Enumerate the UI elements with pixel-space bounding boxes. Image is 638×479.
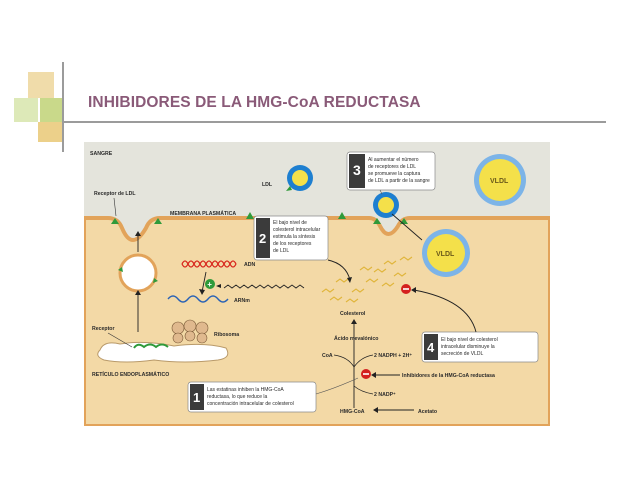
step-2-line-4: de los receptores: [273, 241, 312, 247]
step-3-number: 3: [353, 162, 361, 178]
label-vldl-cell: VLDL: [436, 251, 455, 258]
minus-bar-reductase-icon: [363, 373, 369, 375]
ribosome: [172, 320, 208, 343]
step-3-line-1: Al aumentar el número: [368, 157, 419, 163]
step-2-number: 2: [259, 231, 266, 246]
step-1-line-3: concentración intracelular de colesterol: [207, 401, 294, 407]
step-4-callout: 4 El bajo nivel de colesterol intracelul…: [422, 332, 538, 362]
label-receptor-ldl: Receptor de LDL: [94, 191, 136, 197]
ldl-captured: [373, 192, 399, 218]
minus-bar-vldl-icon: [403, 288, 409, 290]
slide-title: INHIBIDORES DE LA HMG-CoA REDUCTASA: [88, 94, 421, 112]
label-hmg-coa: HMG-CoA: [340, 409, 365, 415]
deco-vertical-line: [62, 62, 64, 152]
step-4-line-1: El bajo nivel de colesterol: [441, 337, 498, 343]
step-2-line-5: de LDL: [273, 248, 289, 254]
label-vldl-blood: VLDL: [490, 178, 509, 185]
step-1-line-2: reductasa, lo que reduce la: [207, 394, 268, 400]
label-ldl: LDL: [262, 182, 273, 188]
step-2-line-2: colesterol intracelular: [273, 227, 321, 233]
endocytic-vesicle: [120, 255, 156, 291]
step-4-line-3: secreción de VLDL: [441, 351, 483, 357]
label-adn: ADN: [244, 262, 255, 268]
label-receptor: Receptor: [92, 326, 115, 332]
step-2-line-3: estimula la síntesis: [273, 234, 316, 240]
step-2-line-1: El bajo nivel de: [273, 220, 307, 226]
label-sangre: SANGRE: [90, 151, 113, 157]
label-nadph: 2 NADPH + 2H⁺: [374, 353, 412, 359]
label-colesterol: Colesterol: [340, 311, 366, 317]
label-coa: CoA: [322, 353, 333, 359]
label-reticulo: RETÍCULO ENDOPLASMÁTICO: [92, 370, 169, 378]
hmg-coa-diagram: SANGRE Receptor de LDL LDL MEMBRANA PLAS…: [84, 142, 550, 426]
step-3-line-4: de LDL a partir de la sangre: [368, 178, 430, 184]
step-3-line-2: de receptores de LDL: [368, 164, 416, 170]
step-3-callout: 3 Al aumentar el número de receptores de…: [347, 152, 435, 190]
title-underline: [62, 121, 606, 123]
label-ribosoma: Ribosoma: [214, 332, 239, 338]
step-1-callout: 1 Las estatinas inhiben la HMG-CoA reduc…: [188, 382, 316, 412]
step-1-line-1: Las estatinas inhiben la HMG-CoA: [207, 387, 284, 393]
label-nadp: 2 NADP⁺: [374, 392, 396, 398]
step-3-line-3: se promueve la captura: [368, 171, 420, 177]
label-arnm: ARNm: [234, 298, 250, 304]
step-1-number: 1: [193, 390, 200, 405]
vldl-blood: VLDL: [474, 154, 526, 206]
deco-square-green-left: [14, 98, 38, 122]
deco-square-gold-top: [28, 72, 54, 98]
deco-square-olive: [40, 98, 64, 122]
step-4-number: 4: [427, 340, 435, 355]
label-acido-mevalonico: Ácido mevalónico: [334, 335, 378, 342]
label-acetato: Acetato: [418, 409, 437, 415]
deco-square-gold-bottom: [38, 122, 62, 142]
plus-glyph-icon: +: [207, 280, 212, 289]
step-4-line-2: intracelular disminuye la: [441, 344, 495, 350]
label-membrana: MEMBRANA PLASMÁTICA: [170, 210, 236, 217]
vldl-cell: VLDL: [422, 229, 470, 277]
step-2-callout: 2 El bajo nivel de colesterol intracelul…: [254, 216, 328, 260]
label-inhibidores: Inhibidores de la HMG-CoA reductasa: [402, 373, 495, 379]
